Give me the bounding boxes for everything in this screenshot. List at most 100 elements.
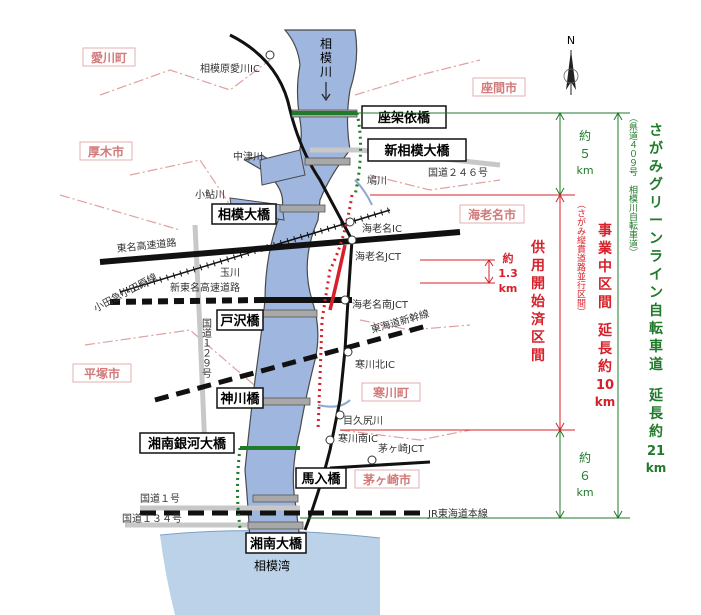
approx-1-3km-3: km bbox=[499, 282, 518, 295]
label-ebina-ic: 海老名IC bbox=[362, 222, 402, 235]
label-kokudo1: 国道１号 bbox=[140, 492, 180, 505]
label-koayu-river: 小鮎川 bbox=[195, 188, 225, 201]
route-name-10: ン bbox=[649, 285, 663, 301]
construction-9: 10 bbox=[596, 378, 614, 393]
city-samukawa: 寒川町 bbox=[372, 385, 409, 400]
route-name-5: リ bbox=[649, 195, 663, 211]
city-aikawa: 愛川町 bbox=[91, 50, 127, 65]
label-ebina-minami-jct: 海老名南JCT bbox=[352, 298, 409, 311]
red-cycle-route bbox=[316, 194, 354, 431]
construction-10: km bbox=[595, 395, 615, 409]
tomei-expressway bbox=[99, 229, 461, 265]
route-name-18: 21 bbox=[647, 444, 665, 459]
construction-6: 延 bbox=[597, 322, 613, 339]
label-odakyu: 小田急小田原線 bbox=[91, 270, 159, 314]
approx-5km-3: km bbox=[576, 164, 593, 177]
construction-2: 業 bbox=[597, 240, 613, 257]
north-label: N bbox=[567, 34, 575, 47]
label-mekubo-river: 目久尻川 bbox=[343, 415, 383, 427]
construction-8: 約 bbox=[598, 358, 612, 375]
label-tama-river: 玉川 bbox=[220, 268, 240, 279]
bridge-shinsagami: 新相模大橋 bbox=[384, 143, 450, 159]
approx-5km-2: ５ bbox=[579, 147, 591, 161]
route-name-3: み bbox=[649, 159, 663, 175]
vertical-annotations: 約 ５ km 約 ６ km 約 1.3 km 供 用 開 始 済 区 間 事 業… bbox=[498, 113, 666, 499]
shinkansen-railway bbox=[154, 322, 431, 403]
north-arrow-icon: N bbox=[563, 34, 579, 95]
sagami-river bbox=[243, 29, 358, 541]
route-name-13: 車 bbox=[649, 338, 663, 355]
approx-6km-3: km bbox=[576, 486, 593, 499]
label-ebina-jct: 海老名JCT bbox=[355, 250, 402, 263]
in-service-6: 区 bbox=[531, 330, 545, 346]
approx-5km-1: 約 bbox=[579, 128, 591, 143]
in-service-3: 開 bbox=[531, 276, 545, 292]
construction-3: 中 bbox=[598, 258, 612, 275]
bridge-kamikawa: 神川橋 bbox=[220, 391, 260, 407]
odakyu-railway bbox=[119, 209, 391, 293]
in-service-7: 間 bbox=[531, 348, 545, 364]
route-name-15: 延 bbox=[648, 387, 664, 404]
route-name-17: 約 bbox=[649, 423, 663, 440]
river-name-char-3: 川 bbox=[320, 65, 332, 79]
route-name-8: ラ bbox=[649, 249, 663, 265]
city-atsugi: 厚木市 bbox=[88, 144, 124, 159]
approx-6km-1: 約 bbox=[579, 450, 591, 465]
city-labels: 愛川町 厚木市 座間市 海老名市 平塚市 寒川町 茅ヶ崎市 bbox=[72, 47, 526, 489]
sea-label: 相模湾 bbox=[254, 558, 290, 573]
label-chigasaki-jct: 茅ヶ崎JCT bbox=[378, 442, 425, 455]
bridge-shonan: 湘南大橋 bbox=[250, 536, 303, 552]
river-name-char-2: 模 bbox=[320, 51, 332, 65]
in-service-2: 用 bbox=[531, 258, 545, 274]
river-name-char-1: 相 bbox=[320, 37, 332, 51]
label-kokudo246: 国道２４６号 bbox=[428, 166, 488, 179]
label-hato-river: 鳩川 bbox=[367, 174, 387, 187]
green-cycle-route bbox=[236, 112, 363, 529]
route-name-2: が bbox=[649, 140, 664, 157]
bridge-tozawa: 戸沢橋 bbox=[220, 313, 260, 329]
construction-1: 事 bbox=[598, 222, 612, 239]
bridge-sagami: 相模大橋 bbox=[218, 207, 271, 223]
city-zama: 座間市 bbox=[480, 80, 517, 95]
approx-6km-2: ６ bbox=[579, 469, 591, 483]
bridge-banyu: 馬入橋 bbox=[301, 471, 341, 487]
construction-sub: （さがみ縦貫道路並行区間） bbox=[575, 200, 586, 317]
label-nakatsu-river: 中津川 bbox=[233, 150, 263, 163]
construction-range bbox=[340, 193, 575, 432]
route-name-11: 自 bbox=[649, 302, 663, 319]
city-hiratsuka: 平塚市 bbox=[84, 366, 120, 381]
route-name-12: 転 bbox=[649, 320, 663, 337]
tributaries bbox=[317, 179, 373, 408]
approx-1-3km-2: 1.3 bbox=[498, 267, 518, 280]
bridge-shonan-ginga: 湘南銀河大橋 bbox=[148, 436, 227, 452]
route-name-9: イ bbox=[649, 267, 663, 283]
label-kokudo134: 国道１３４号 bbox=[122, 512, 182, 525]
bridge-zakai: 座架依橋 bbox=[377, 110, 431, 126]
interchanges bbox=[265, 50, 377, 465]
bridge-labels: 座架依橋 新相模大橋 相模大橋 戸沢橋 神川橋 湘南銀河大橋 馬入橋 湘南大橋 bbox=[139, 105, 467, 554]
construction-7: 長 bbox=[598, 341, 613, 357]
in-service-4: 始 bbox=[531, 293, 545, 310]
label-sagamihara-aikawa-ic: 相模原愛川IC bbox=[200, 62, 260, 75]
river-name-top: 相 模 川 bbox=[320, 37, 332, 102]
construction-4: 区 bbox=[598, 277, 612, 293]
in-service-1: 供 bbox=[530, 239, 545, 256]
label-samukawa-minami-ic: 寒川南IC bbox=[338, 432, 378, 445]
route-name-4: グ bbox=[649, 176, 663, 193]
nakatsu-river-branch bbox=[259, 149, 306, 186]
route-name-6: ー bbox=[649, 213, 663, 229]
label-jr-tokaido: JR東海道本線 bbox=[427, 507, 488, 520]
label-samukawa-kita-ic: 寒川北IC bbox=[355, 358, 395, 371]
shintomei-expressway bbox=[109, 297, 263, 305]
distance-markers bbox=[300, 111, 630, 520]
route-name-19: km bbox=[646, 461, 666, 475]
route-name-7: ン bbox=[649, 231, 663, 247]
label-shintomei: 新東名高速道路 bbox=[170, 281, 240, 294]
in-service-5: 済 bbox=[531, 311, 546, 328]
route-name-1: さ bbox=[649, 123, 663, 139]
city-ebina: 海老名市 bbox=[468, 207, 516, 222]
route-sub: （県道４０９号 相模川自転車道） bbox=[627, 113, 638, 257]
route-name-14: 道 bbox=[649, 356, 663, 373]
label-kokudo129: 国道１２９号 bbox=[200, 318, 212, 379]
